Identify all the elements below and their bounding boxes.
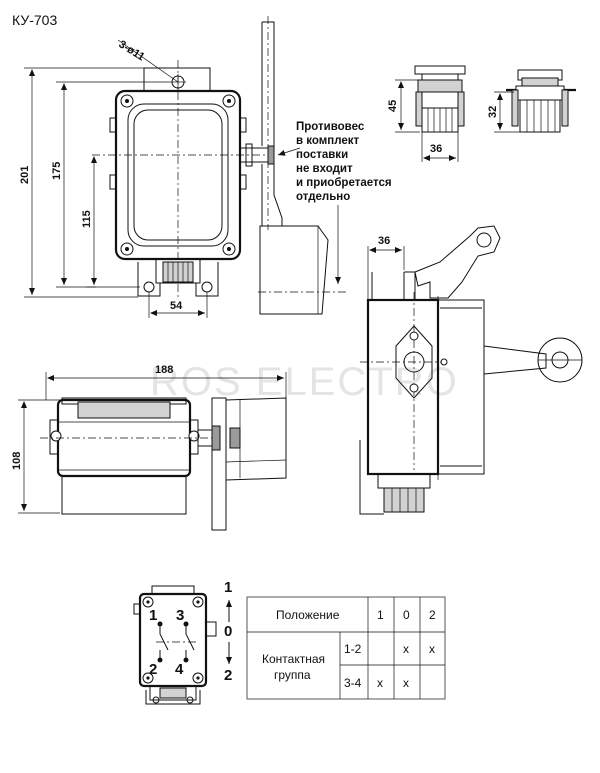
note-line: в комплект	[296, 135, 360, 147]
table-cell: x	[429, 642, 435, 656]
dim-32: 32	[487, 106, 499, 118]
contact-schematic: 1 3 2 4 1 0 2	[133, 579, 232, 705]
drawing-title: КУ-703	[12, 12, 57, 28]
dim-54: 54	[170, 300, 183, 312]
note-line: поставки	[296, 149, 348, 161]
gland-detail-front: 45 36	[387, 65, 466, 162]
dim-175: 175	[51, 162, 63, 180]
dim-188: 188	[155, 364, 173, 376]
dim-45: 45	[387, 100, 399, 112]
contact-label: 2	[149, 661, 157, 678]
position-label: 2	[224, 667, 232, 684]
table-cell: x	[403, 676, 409, 690]
counterweight-note: Противовес в комплект поставки не входит…	[296, 121, 392, 203]
table-group-label: группа	[274, 668, 311, 682]
table-column-header: 2	[429, 608, 436, 622]
dim-115: 115	[81, 210, 93, 228]
contact-label: 1	[149, 607, 157, 624]
roller-lever-view: 36	[359, 225, 583, 515]
front-view: 3-ø11	[19, 38, 275, 318]
note-line: отдельно	[296, 191, 350, 203]
top-view: 188 108	[11, 364, 287, 531]
note-line: Противовес	[296, 121, 365, 133]
note-line: не входит	[296, 163, 353, 175]
dim-36-gland: 36	[430, 143, 442, 155]
table-row-label: 1-2	[344, 642, 362, 656]
contact-label: 3	[176, 607, 184, 624]
dim-36-lever: 36	[378, 235, 390, 247]
position-label: 0	[224, 623, 232, 640]
table-cell: x	[403, 642, 409, 656]
contact-label: 4	[175, 661, 184, 678]
table-column-header: 1	[377, 608, 384, 622]
lever-side-view	[258, 16, 346, 315]
gland-detail-side: 32	[487, 69, 576, 133]
position-table: Положение 1 0 2 Контактная группа 1-2 x …	[246, 596, 446, 700]
table-cell: x	[377, 676, 383, 690]
note-line: и приобретается	[296, 177, 392, 189]
table-group-label: Контактная	[262, 652, 325, 666]
table-row-label: 3-4	[344, 676, 362, 690]
dim-108: 108	[11, 452, 23, 470]
dim-201: 201	[19, 166, 31, 184]
table-column-header: 0	[403, 608, 410, 622]
hole-dim: 3-ø11	[116, 38, 146, 63]
table-header-label: Положение	[276, 608, 340, 622]
watermark: ROS ELECTRO	[150, 360, 459, 404]
position-label: 1	[224, 579, 232, 596]
